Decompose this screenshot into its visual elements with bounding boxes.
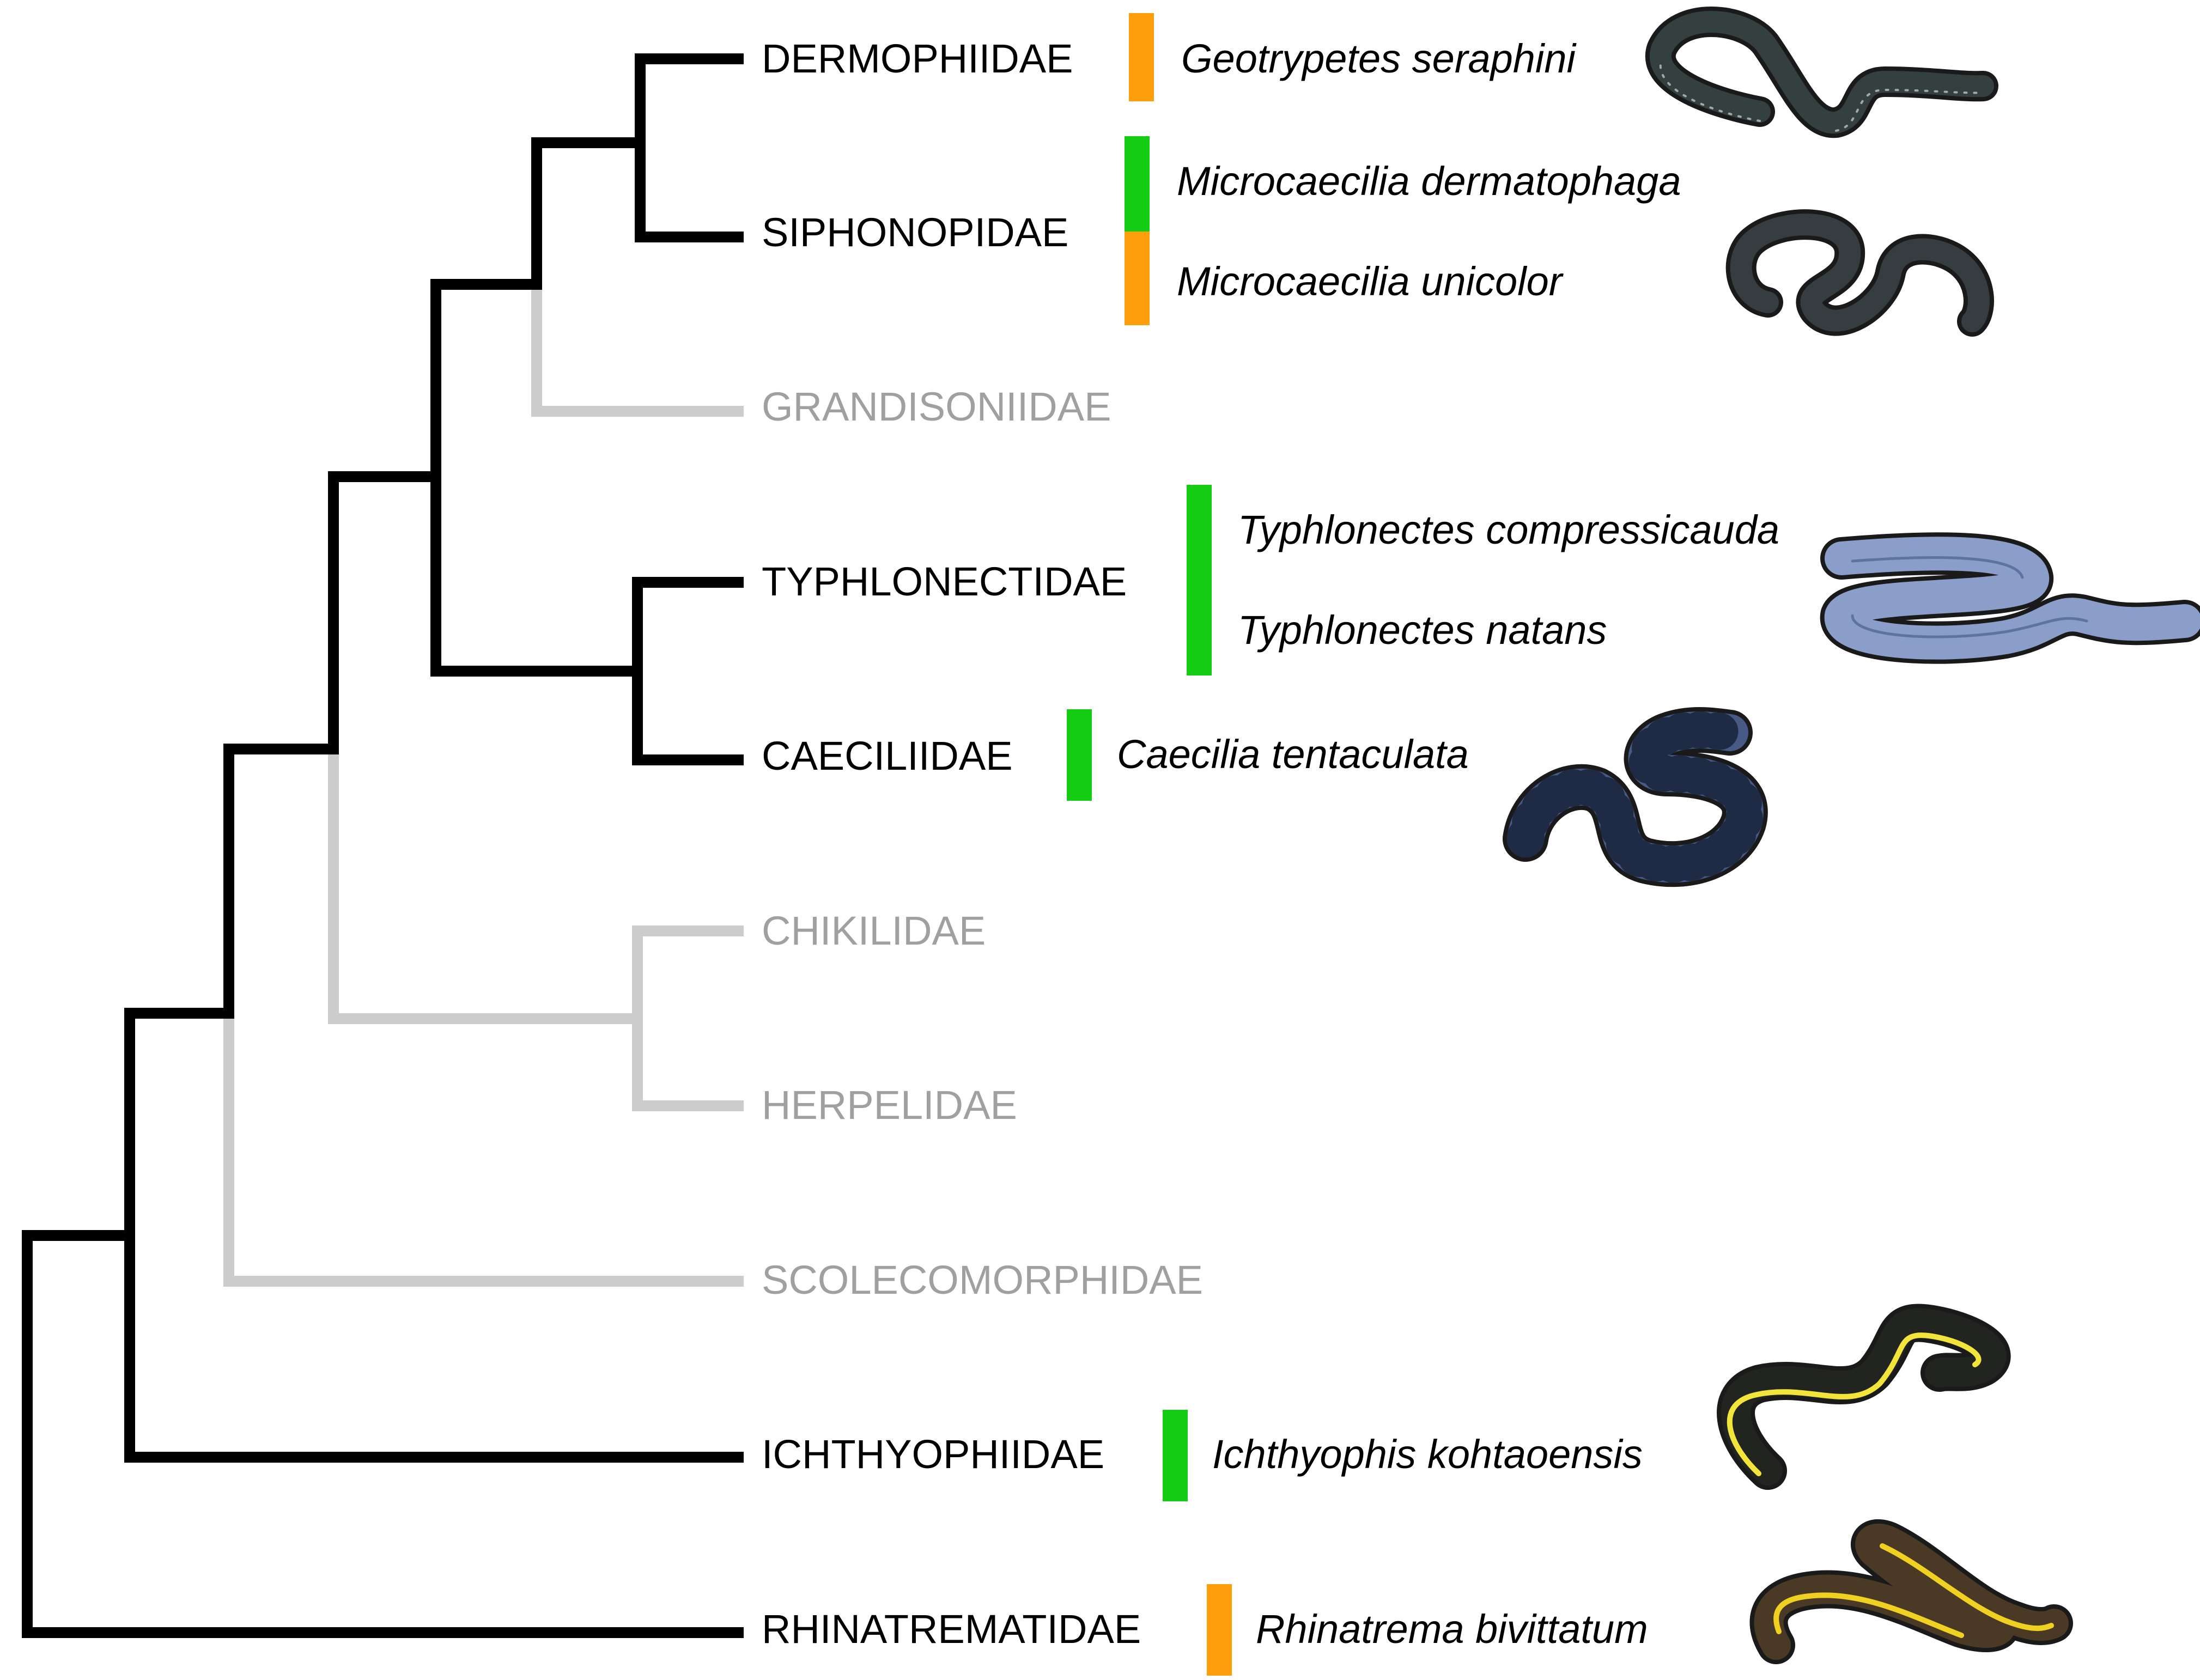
marker-ichthyophis-kohtaoensis bbox=[1163, 1410, 1188, 1501]
branch-typhlo-caecil-stem bbox=[328, 471, 643, 754]
family-label-typhlonectidae: TYPHLONECTIDAE bbox=[762, 559, 1127, 604]
marker-typhlonectes bbox=[1187, 485, 1212, 675]
branch-typhlonectidae bbox=[632, 577, 744, 765]
family-label-scolecomorphidae: SCOLECOMORPHIDAE bbox=[762, 1257, 1203, 1302]
species-label-rhinatrema-bivittatum: Rhinatrema bivittatum bbox=[1256, 1606, 1648, 1652]
species-label-typhlonectes-natans: Typhlonectes natans bbox=[1238, 607, 1607, 653]
branch-root bbox=[22, 1230, 744, 1638]
branch-chikilidae bbox=[632, 926, 744, 1024]
branch-dermophiidae bbox=[635, 53, 744, 242]
species-label-typhlonectes-compressicauda: Typhlonectes compressicauda bbox=[1238, 507, 1779, 552]
family-label-caeciliidae: CAECILIIDAE bbox=[762, 733, 1013, 778]
branch-scolecomorphidae bbox=[223, 1008, 744, 1287]
branch-upper-clade-stem bbox=[430, 279, 542, 482]
family-label-siphonopidae: SIPHONOPIDAE bbox=[762, 210, 1068, 255]
ichthyophiidae-caecilian-illustration bbox=[1717, 1304, 2011, 1490]
species-label-geotrypetes-seraphini: Geotrypetes seraphini bbox=[1181, 36, 1577, 81]
branch-siphonopidae bbox=[635, 137, 744, 242]
branch-dermo-sipho-stem bbox=[531, 137, 646, 290]
species-label-caecilia-tentaculata: Caecilia tentaculata bbox=[1117, 732, 1469, 777]
family-label-rhinatrematidae: RHINATREMATIDAE bbox=[762, 1606, 1141, 1652]
family-label-dermophiidae: DERMOPHIIDAE bbox=[762, 36, 1073, 81]
family-label-herpelidae: HERPELIDAE bbox=[762, 1082, 1017, 1128]
branch-chikilidae-herpelidae-stem bbox=[328, 744, 643, 1024]
species-label-ichthyophis-kohtaoensis: Ichthyophis kohtaoensis bbox=[1212, 1432, 1643, 1477]
marker-geotrypetes-seraphini bbox=[1129, 13, 1154, 101]
dermophiidae-caecilian-illustration bbox=[1645, 7, 1998, 138]
branch-grandisoniidae bbox=[531, 279, 744, 417]
species-label-microcaecilia-unicolor: Microcaecilia unicolor bbox=[1177, 259, 1564, 304]
branch-mid-stem bbox=[223, 744, 339, 1019]
siphonopidae-caecilian-illustration bbox=[1725, 209, 1994, 337]
family-label-ichthyophiidae: ICHTHYOPHIIDAE bbox=[762, 1432, 1104, 1477]
marker-caecilia-tentaculata bbox=[1067, 709, 1092, 801]
caeciliidae-caecilian-illustration bbox=[1503, 707, 1768, 887]
family-label-chikilidae: CHIKILIDAE bbox=[762, 908, 986, 953]
typhlonectidae-caecilian-illustration bbox=[1820, 532, 2200, 664]
marker-microcaecilia-unicolor bbox=[1125, 232, 1150, 325]
branch-teresomata-stem bbox=[124, 1008, 744, 1463]
branch-herpelidae bbox=[632, 1013, 744, 1111]
rhinatrematidae-caecilian-illustration bbox=[1749, 1519, 2073, 1664]
marker-rhinatrema-bivittatum bbox=[1207, 1584, 1232, 1676]
marker-microcaecilia-dermatophaga bbox=[1125, 136, 1150, 232]
family-label-grandisoniidae: GRANDISONIIDAE bbox=[762, 384, 1111, 429]
species-label-microcaecilia-dermatophaga: Microcaecilia dermatophaga bbox=[1177, 159, 1681, 204]
